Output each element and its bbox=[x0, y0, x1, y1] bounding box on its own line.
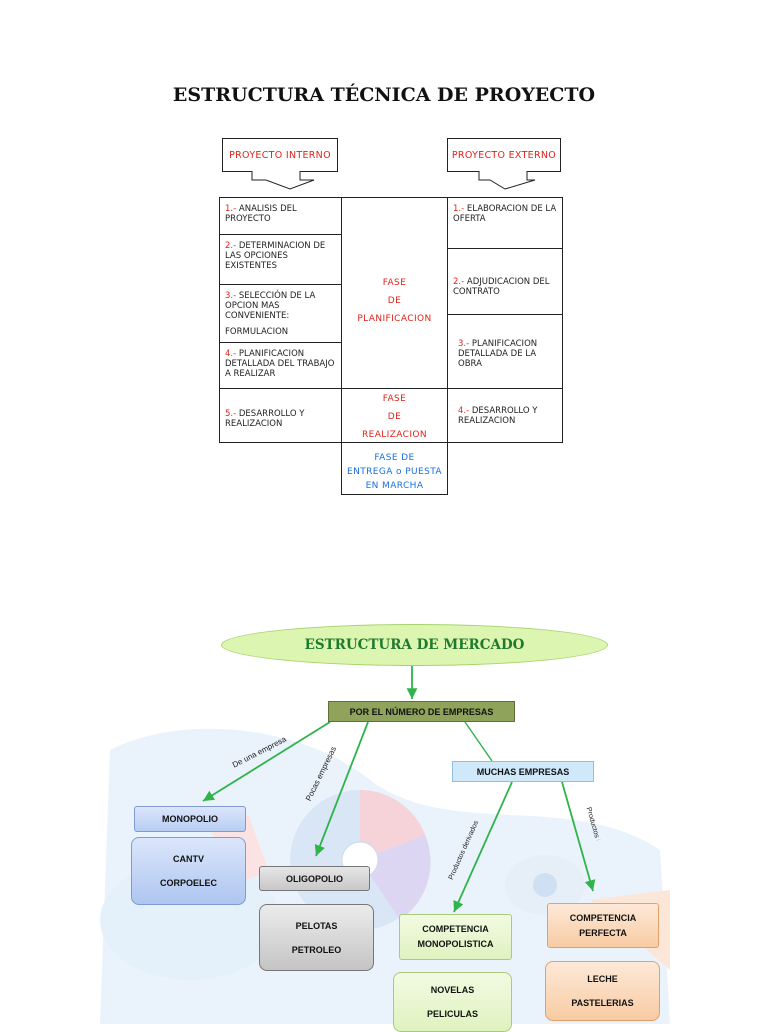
header-arrows bbox=[251, 171, 536, 190]
externo-step-4: 4.- DESARROLLO Y REALIZACION bbox=[447, 388, 563, 443]
criterion-node: POR EL NÚMERO DE EMPRESAS bbox=[328, 701, 515, 722]
monopolio-example: CANTV bbox=[173, 854, 204, 864]
phase-realizacion: FASE DE REALIZACION bbox=[341, 388, 448, 443]
interno-step-5: 5.- DESARROLLO Y REALIZACION bbox=[219, 388, 342, 443]
market-title: ESTRUCTURA DE MERCADO bbox=[221, 624, 608, 666]
oligopolio-example: PETROLEO bbox=[291, 944, 342, 955]
interno-step-1: 1.- ANALISIS DEL PROYECTO bbox=[219, 197, 342, 235]
monopolio-example: CORPOELEC bbox=[159, 878, 217, 888]
document-title: ESTRUCTURA TÉCNICA DE PROYECTO bbox=[172, 84, 596, 106]
externo-down-arrow bbox=[478, 171, 536, 190]
interno-step-4: 4.- PLANIFICACION DETALLADA DEL TRABAJO … bbox=[219, 342, 342, 389]
monopolistica-node: COMPETENCIA MONOPOLISTICA bbox=[399, 914, 512, 960]
line-to-muchas bbox=[464, 721, 493, 762]
oligopolio-examples: PELOTAS PETROLEO bbox=[259, 904, 374, 971]
perfecta-examples: LECHE PASTELERIAS bbox=[545, 961, 660, 1021]
arrow-to-monopolio bbox=[202, 721, 331, 802]
phase-entrega: FASE DE ENTREGA o PUESTA EN MARCHA bbox=[341, 442, 448, 495]
oligopolio-node: OLIGOPOLIO bbox=[259, 866, 370, 891]
interno-down-arrow bbox=[251, 171, 315, 190]
monopolio-node: MONOPOLIO bbox=[134, 806, 246, 832]
monopolio-examples: CANTV CORPOELEC bbox=[131, 837, 246, 905]
oligopolio-example: PELOTAS bbox=[295, 920, 338, 931]
externo-step-2: 2.- ADJUDICACION DEL CONTRATO bbox=[447, 248, 563, 315]
arrow-to-perfecta bbox=[561, 781, 596, 892]
perfecta-example: PASTELERIAS bbox=[571, 998, 634, 1008]
monopolistica-example: PELICULAS bbox=[426, 1009, 478, 1019]
monopolistica-example: NOVELAS bbox=[430, 985, 475, 995]
externo-step-3: 3.- PLANIFICACION DETALLADA DE LA OBRA bbox=[447, 314, 563, 389]
perfecta-example: LECHE bbox=[587, 974, 618, 984]
muchas-empresas-node: MUCHAS EMPRESAS bbox=[452, 761, 594, 782]
perfecta-node: COMPETENCIA PERFECTA bbox=[547, 903, 659, 948]
monopolistica-examples: NOVELAS PELICULAS bbox=[393, 972, 512, 1032]
arrow-to-monopolistica bbox=[453, 781, 513, 913]
arrow-to-oligopolio bbox=[314, 721, 369, 857]
